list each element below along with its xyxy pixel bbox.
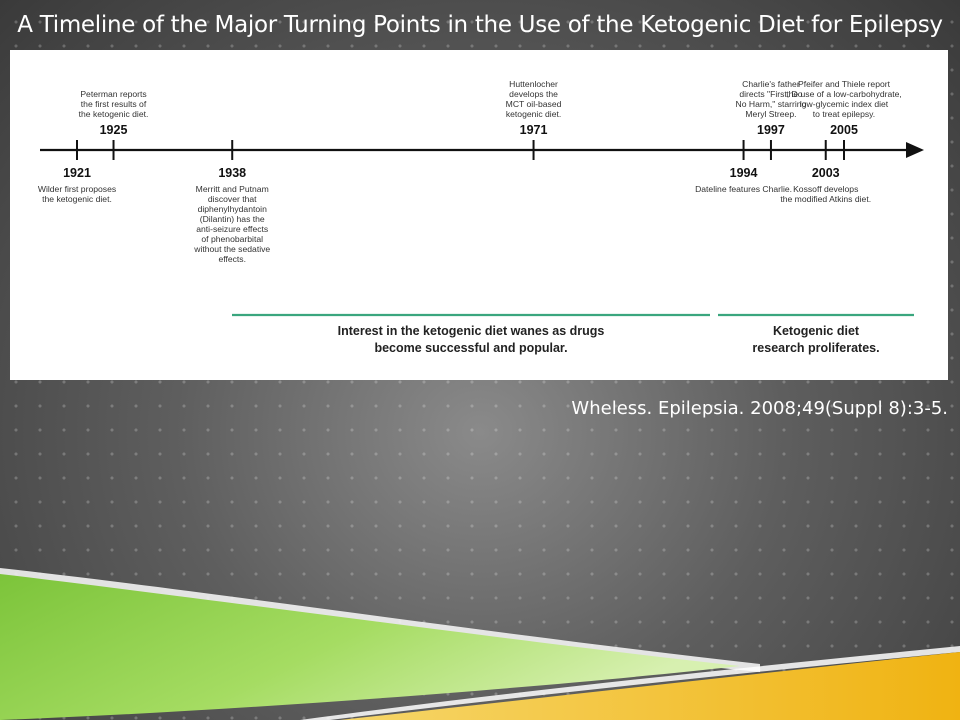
event-1997-desc-line: Meryl Streep. [745, 109, 796, 119]
event-1997-year: 1997 [757, 123, 785, 137]
event-1971-desc-line: MCT oil-based [506, 99, 562, 109]
event-1921-desc-line: the ketogenic diet. [42, 194, 112, 204]
event-1938-desc-line: diphenylhydantoin [198, 204, 268, 214]
era-1-label: become successful and popular. [374, 341, 567, 355]
white-wave-lower [300, 646, 960, 720]
event-2003-desc-line: the modified Atkins diet. [780, 194, 871, 204]
event-1938-desc-line: of phenobarbital [201, 234, 263, 244]
event-1994-desc-line: Dateline features Charlie. [695, 184, 792, 194]
event-1925-year: 1925 [100, 123, 128, 137]
event-2003-year: 2003 [812, 166, 840, 180]
event-1925-desc-line: the first results of [81, 99, 147, 109]
event-1921-desc-line: Wilder first proposes [38, 184, 116, 194]
era-2-label: research proliferates. [752, 341, 879, 355]
event-1938-desc-line: effects. [218, 254, 246, 264]
event-1938-desc-line: without the sedative [193, 244, 270, 254]
event-2005-desc-line: to treat epilepsy. [813, 109, 875, 119]
green-wave [0, 574, 740, 720]
event-1921-year: 1921 [63, 166, 91, 180]
event-1971-desc-line: develops the [509, 89, 558, 99]
citation: Wheless. Epilepsia. 2008;49(Suppl 8):3-5… [571, 398, 948, 419]
era-1-label: Interest in the ketogenic diet wanes as … [338, 324, 605, 338]
event-1997-desc-line: directs "First, Do [739, 89, 802, 99]
timeline-arrowhead [906, 142, 924, 158]
yellow-wave [340, 652, 960, 720]
white-wave [0, 568, 760, 672]
era-2-label: Ketogenic diet [773, 324, 860, 338]
event-1938-desc-line: discover that [208, 194, 257, 204]
event-1938-desc-line: (Dilantin) has the [200, 214, 265, 224]
event-1938-year: 1938 [218, 166, 246, 180]
event-1997-desc-line: Charlie's father [742, 79, 800, 89]
event-1938-desc-line: Merritt and Putnam [196, 184, 269, 194]
event-2005-desc-line: the use of a low-carbohydrate, [786, 89, 902, 99]
slide-title: A Timeline of the Major Turning Points i… [17, 12, 943, 38]
event-1971-desc-line: ketogenic diet. [506, 109, 561, 119]
event-2003-desc-line: Kossoff develops [793, 184, 858, 194]
event-1997-desc-line: No Harm," starring [736, 99, 807, 109]
event-2005-desc-line: Pfeifer and Thiele report [798, 79, 891, 89]
event-2005-year: 2005 [830, 123, 858, 137]
event-2005-desc-line: low-glycemic index diet [800, 99, 889, 109]
event-1925-desc-line: Peterman reports [80, 89, 146, 99]
event-1971-year: 1971 [520, 123, 548, 137]
event-1971-desc-line: Huttenlocher [509, 79, 558, 89]
event-1925-desc-line: the ketogenic diet. [79, 109, 149, 119]
bottom-wave-decoration [0, 568, 960, 720]
event-1994-year: 1994 [730, 166, 758, 180]
event-1938-desc-line: anti-seizure effects [196, 224, 268, 234]
